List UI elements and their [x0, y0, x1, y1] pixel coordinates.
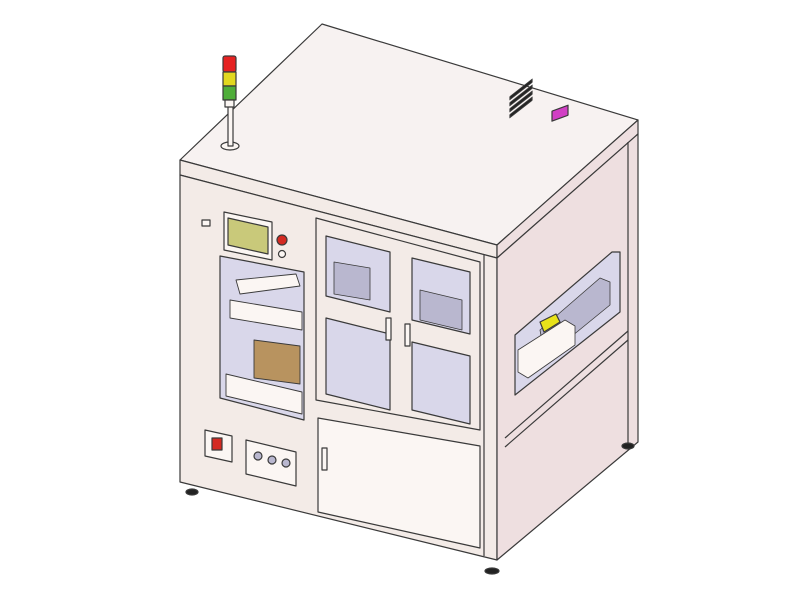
right-door-lower-glass: [411, 341, 471, 425]
leveling-foot-icon: [484, 567, 500, 575]
side-magenta-part: [551, 104, 569, 122]
left-window-wood-tray: [253, 339, 301, 385]
left-window-base: [225, 373, 303, 415]
door-handle-icon[interactable]: [385, 317, 392, 341]
side-seam-line: [504, 339, 629, 448]
lower-cabinet-door[interactable]: [317, 417, 481, 549]
connector-port: [281, 458, 291, 468]
left-door-lower-glass: [325, 317, 391, 411]
leveling-foot-icon: [621, 442, 635, 450]
leveling-foot-icon: [185, 488, 199, 496]
side-mechanism: [517, 319, 576, 379]
vent-grille-icon: [509, 78, 533, 119]
side-seam-line-2: [504, 330, 629, 439]
left-window-conveyor: [229, 299, 303, 331]
inner-mechanism-right: [419, 289, 463, 331]
signal-tower-icon: [220, 55, 240, 151]
left-window-rail: [235, 273, 301, 295]
panel-indicator: [201, 219, 211, 227]
panel-button: [277, 249, 287, 259]
connector-port: [267, 455, 277, 465]
door-handle-icon[interactable]: [321, 447, 328, 471]
touch-screen-display: [227, 217, 269, 255]
door-handle-icon[interactable]: [404, 323, 411, 347]
power-switch-icon: [211, 437, 223, 451]
inner-mechanism-left: [333, 261, 371, 301]
emergency-stop-icon: [276, 234, 288, 246]
connector-port: [253, 451, 263, 461]
side-yellow-part: [539, 313, 561, 333]
